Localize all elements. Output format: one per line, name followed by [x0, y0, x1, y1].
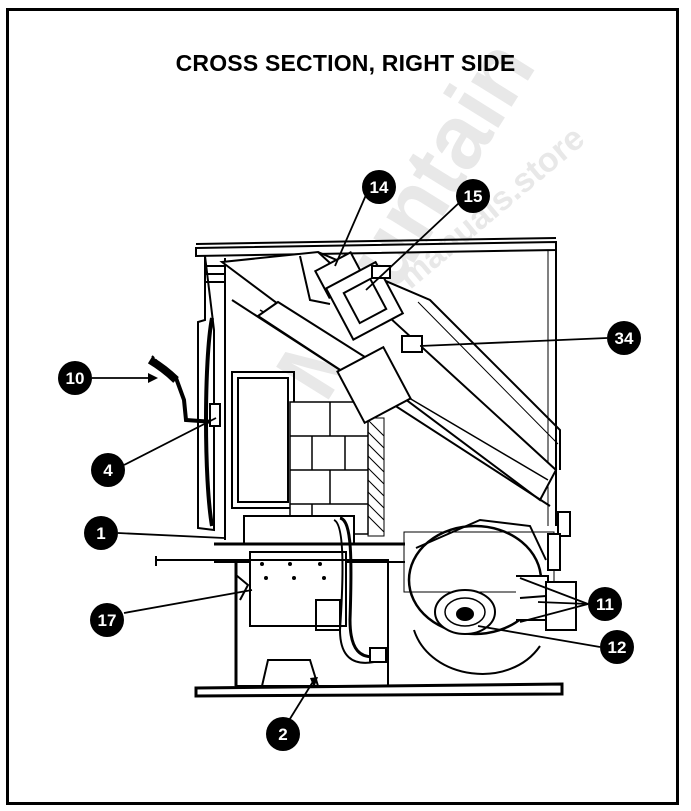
callout-11: 11: [588, 587, 622, 621]
callouts: 14 15 34 10 4 1 17 11: [58, 170, 641, 751]
svg-text:1: 1: [96, 524, 105, 543]
svg-text:4: 4: [103, 461, 113, 480]
callout-12: 12: [600, 630, 634, 664]
svg-text:2: 2: [278, 725, 287, 744]
svg-text:17: 17: [98, 611, 117, 630]
svg-text:11: 11: [596, 595, 614, 614]
stove-body: [147, 237, 577, 698]
callout-17: 17: [90, 603, 124, 637]
leader-lines: [92, 194, 608, 723]
svg-text:12: 12: [608, 638, 627, 657]
callout-1: 1: [84, 516, 118, 550]
callout-15: 15: [456, 179, 490, 213]
callout-34: 34: [607, 321, 641, 355]
callout-10: 10: [58, 361, 92, 395]
callout-14: 14: [362, 170, 396, 204]
diagram-title: CROSS SECTION, RIGHT SIDE: [175, 50, 516, 76]
svg-text:15: 15: [464, 187, 483, 206]
callout-2: 2: [266, 717, 300, 751]
callout-4: 4: [91, 453, 125, 487]
svg-text:34: 34: [615, 329, 634, 348]
svg-text:10: 10: [66, 369, 85, 388]
leader-arrowheads: [148, 373, 318, 688]
svg-text:14: 14: [370, 178, 389, 197]
